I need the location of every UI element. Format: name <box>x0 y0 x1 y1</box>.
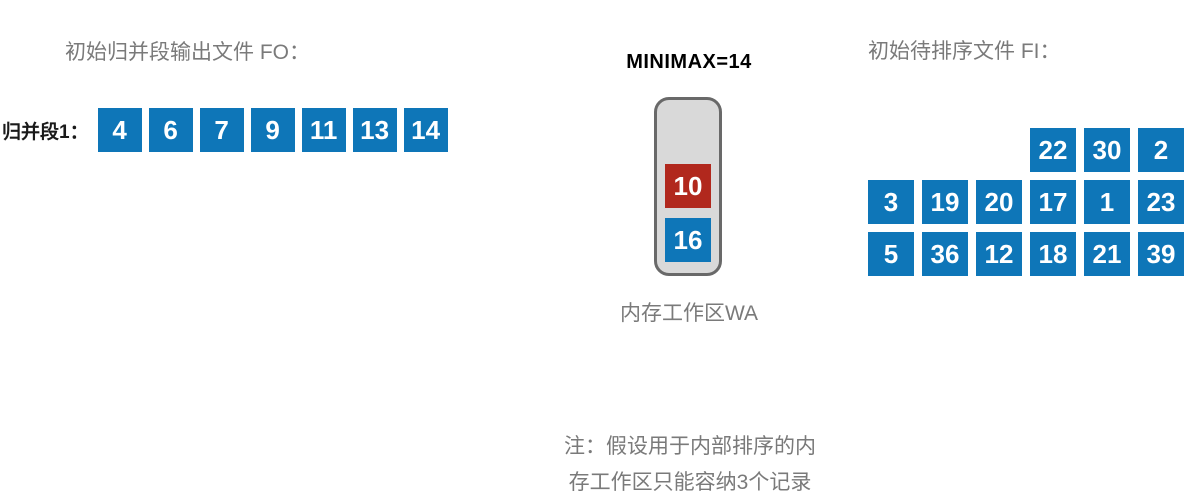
fi-record-box: 30 <box>1084 128 1130 172</box>
fi-record-box: 39 <box>1138 232 1184 276</box>
fo-record-box: 14 <box>403 108 448 152</box>
fi-record-box: 36 <box>922 232 968 276</box>
fo-record-box: 7 <box>199 108 244 152</box>
note-line-1: 注：假设用于内部排序的内 <box>564 435 816 458</box>
fo-record-box: 6 <box>148 108 193 152</box>
fo-record-box: 9 <box>250 108 295 152</box>
fi-record-box: 22 <box>1030 128 1076 172</box>
fi-heading: 初始待排序文件 FI： <box>868 40 1061 63</box>
fi-grid: 22 30 2 3 19 20 17 1 23 5 36 12 18 21 39 <box>868 128 1184 276</box>
fi-record-box: 20 <box>976 180 1022 224</box>
wa-upper-record-box: 10 <box>665 164 711 208</box>
wa-lower-record-box: 16 <box>665 218 711 262</box>
fo-record-box: 13 <box>352 108 397 152</box>
fi-record-box: 23 <box>1138 180 1184 224</box>
fi-record-box: 12 <box>976 232 1022 276</box>
fi-record-box: 17 <box>1030 180 1076 224</box>
fi-record-box: 1 <box>1084 180 1130 224</box>
fi-record-box: 5 <box>868 232 914 276</box>
fo-heading: 初始归并段输出文件 FO： <box>65 41 310 64</box>
fo-record-box: 11 <box>301 108 346 152</box>
fi-record-box: 2 <box>1138 128 1184 172</box>
fo-merge-segment-row: 归并段1： 4 6 7 9 11 13 14 <box>2 108 448 152</box>
fi-record-box: 3 <box>868 180 914 224</box>
wa-container: 10 16 <box>654 97 722 276</box>
fi-record-box: 19 <box>922 180 968 224</box>
fo-record-box: 4 <box>97 108 142 152</box>
note-text: 注：假设用于内部排序的内 存工作区只能容纳3个记录 <box>455 429 925 501</box>
fi-record-box: 18 <box>1030 232 1076 276</box>
minimax-label: MINIMAX=14 <box>626 51 752 73</box>
merge-segment-label: 归并段1： <box>2 121 89 143</box>
fi-record-box: 21 <box>1084 232 1130 276</box>
wa-label: 内存工作区WA <box>619 302 759 325</box>
note-line-2: 存工作区只能容纳3个记录 <box>568 471 812 494</box>
